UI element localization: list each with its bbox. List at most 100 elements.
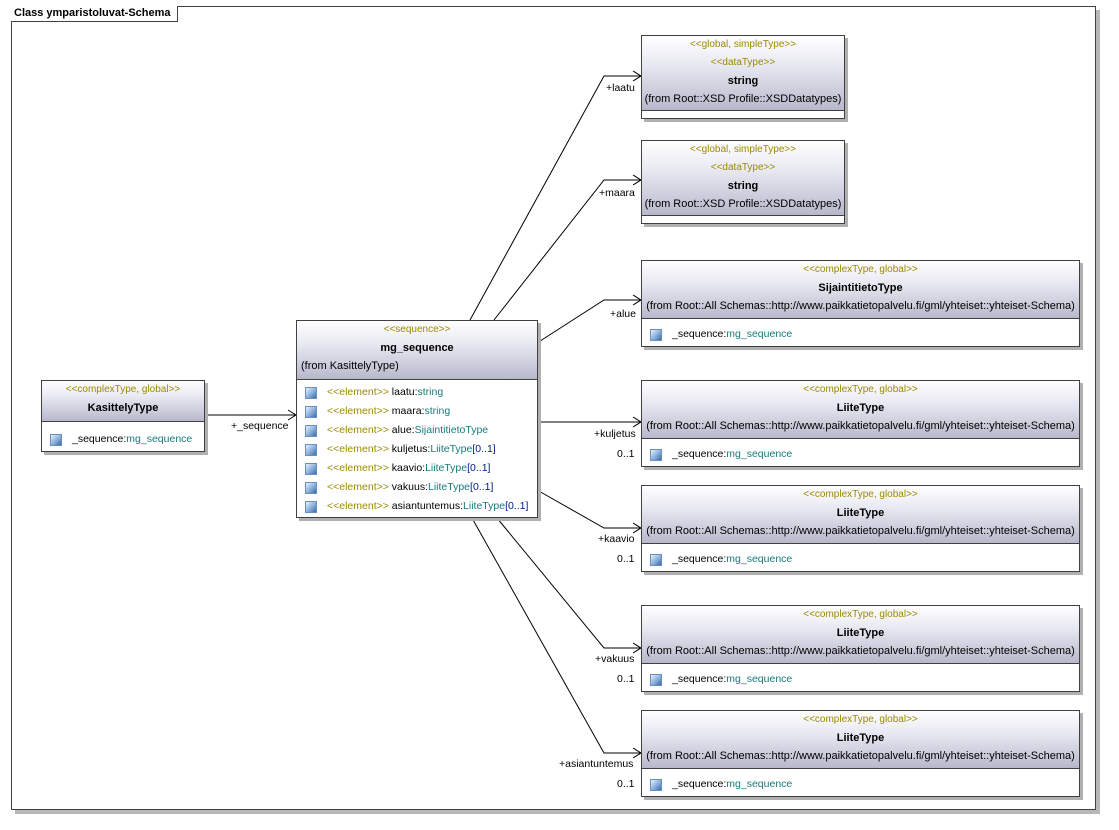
class-header: <<global, simpleType>> <<dataType>> stri… [642,141,844,216]
element-keyword: <<element>> [327,443,389,455]
class-liitetype-kuljetus[interactable]: <<complexType, global>> LiiteType (from … [641,380,1080,467]
element-keyword: <<element>> [327,500,389,512]
attribute-row[interactable]: _sequence:mg_sequence [642,325,1079,344]
frame-title: Class ymparistoluvat-Schema [11,6,178,22]
attribute-name: _sequence: [672,673,727,685]
class-name: mg_sequence [380,342,454,354]
class-attributes: _sequence:mg_sequence [642,544,1079,571]
element-name: asiantuntemus: [388,500,464,512]
attribute-icon [650,674,662,686]
class-string-maara[interactable]: <<global, simpleType>> <<dataType>> stri… [641,140,845,224]
element-row-alue[interactable]: <<element>> alue:SijaintitietoType [297,421,537,440]
class-header: <<complexType, global>> KasittelyType [42,381,204,422]
attribute-type: mg_sequence [726,778,793,790]
element-row-vakuus[interactable]: <<element>> vakuus:LiiteType[0..1] [297,478,537,497]
attribute-row[interactable]: _sequence:mg_sequence [642,775,1079,794]
element-icon [305,425,317,437]
class-from: (from Root::All Schemas::http://www.paik… [646,525,1075,537]
element-type: LiiteType [425,462,468,474]
class-from: (from Root::All Schemas::http://www.paik… [646,750,1075,762]
element-row-asiantuntemus[interactable]: <<element>> asiantuntemus:LiiteType[0..1… [297,497,537,516]
attribute-type: mg_sequence [726,328,793,340]
class-empty-compartment [642,111,844,118]
element-row-maara[interactable]: <<element>> maara:string [297,402,537,421]
attribute-type: mg_sequence [126,433,193,445]
class-name: string [727,180,759,192]
class-kasittelytype[interactable]: <<complexType, global>> KasittelyType _s… [41,380,205,452]
class-header: <<global, simpleType>> <<dataType>> stri… [642,36,844,111]
element-icon [305,387,317,399]
class-liitetype-asiantuntemus[interactable]: <<complexType, global>> LiiteType (from … [641,710,1080,797]
element-keyword: <<element>> [327,424,389,436]
class-header: <<complexType, global>> LiiteType (from … [642,381,1079,439]
class-stereotype: <<sequence>> [383,324,451,335]
class-stereotype: <<complexType, global>> [803,714,918,725]
attribute-type: mg_sequence [726,553,793,565]
assoc-alue [536,299,641,344]
class-name: LiiteType [836,627,885,639]
element-row-kaavio[interactable]: <<element>> kaavio:LiiteType[0..1] [297,459,537,478]
attribute-row[interactable]: _sequence:mg_sequence [642,445,1079,464]
class-from: (from Root::XSD Profile::XSDDatatypes) [644,198,842,210]
role-sequence: +_sequence [231,420,289,432]
element-multiplicity: [0..1] [472,443,496,455]
assoc-asiantuntemus [471,517,641,754]
class-header: <<complexType, global>> LiiteType (from … [642,486,1079,544]
class-name: LiiteType [836,402,885,414]
element-name: vakuus: [388,481,428,493]
assoc-kaavio [536,489,641,529]
attribute-row[interactable]: _sequence:mg_sequence [642,550,1079,569]
class-header: <<sequence>> mg_sequence (from Kasittely… [297,321,537,380]
class-liitetype-kaavio[interactable]: <<complexType, global>> LiiteType (from … [641,485,1080,572]
element-icon [305,482,317,494]
role-maara: +maara [599,187,635,199]
class-liitetype-vakuus[interactable]: <<complexType, global>> LiiteType (from … [641,605,1080,692]
mult-vakuus: 0..1 [617,673,635,685]
class-attributes: <<element>> laatu:string <<element>> maa… [297,380,537,517]
class-stereotype-1: <<global, simpleType>> [689,39,797,50]
class-stereotype-1: <<global, simpleType>> [689,144,797,155]
element-type: LiiteType [430,443,473,455]
class-name: SijaintitietoType [818,282,903,294]
element-icon [305,406,317,418]
attribute-type: mg_sequence [726,673,793,685]
class-sijaintitietotype[interactable]: <<complexType, global>> SijaintitietoTyp… [641,260,1080,347]
class-stereotype: <<complexType, global>> [803,489,918,500]
element-row-kuljetus[interactable]: <<element>> kuljetus:LiiteType[0..1] [297,440,537,459]
attribute-name: _sequence: [672,448,727,460]
role-vakuus: +vakuus [595,653,635,665]
element-row-laatu[interactable]: <<element>> laatu:string [297,383,537,402]
element-type: string [417,386,444,398]
element-icon [305,501,317,513]
role-kaavio: +kaavio [598,533,635,545]
attribute-name: _sequence: [672,328,727,340]
attribute-row[interactable]: _sequence:mg_sequence [642,670,1079,689]
class-name: KasittelyType [87,402,159,414]
element-keyword: <<element>> [327,405,389,417]
mult-kuljetus: 0..1 [617,448,635,460]
element-name: alue: [388,424,415,436]
mult-kaavio: 0..1 [617,553,635,565]
class-string-laatu[interactable]: <<global, simpleType>> <<dataType>> stri… [641,35,845,119]
assoc-maara [493,179,641,321]
class-header: <<complexType, global>> LiiteType (from … [642,711,1079,769]
assoc-vakuus [496,517,641,649]
class-stereotype: <<complexType, global>> [803,609,918,620]
role-asiantuntemus: +asiantuntemus [559,758,634,770]
assoc-laatu [469,75,641,321]
attribute-row[interactable]: _sequence:mg_sequence [42,430,204,449]
attribute-icon [650,449,662,461]
class-attributes: _sequence:mg_sequence [42,422,204,451]
class-stereotype-2: <<dataType>> [710,57,776,68]
role-alue: +alue [610,308,636,320]
element-keyword: <<element>> [327,462,389,474]
class-header: <<complexType, global>> LiiteType (from … [642,606,1079,664]
element-name: maara: [388,405,425,417]
attribute-type: mg_sequence [726,448,793,460]
element-multiplicity: [0..1] [505,500,529,512]
mult-asiantuntemus: 0..1 [617,778,635,790]
class-stereotype: <<complexType, global>> [803,264,918,275]
class-mg-sequence[interactable]: <<sequence>> mg_sequence (from Kasittely… [296,320,538,518]
attribute-icon [650,329,662,341]
element-keyword: <<element>> [327,481,389,493]
